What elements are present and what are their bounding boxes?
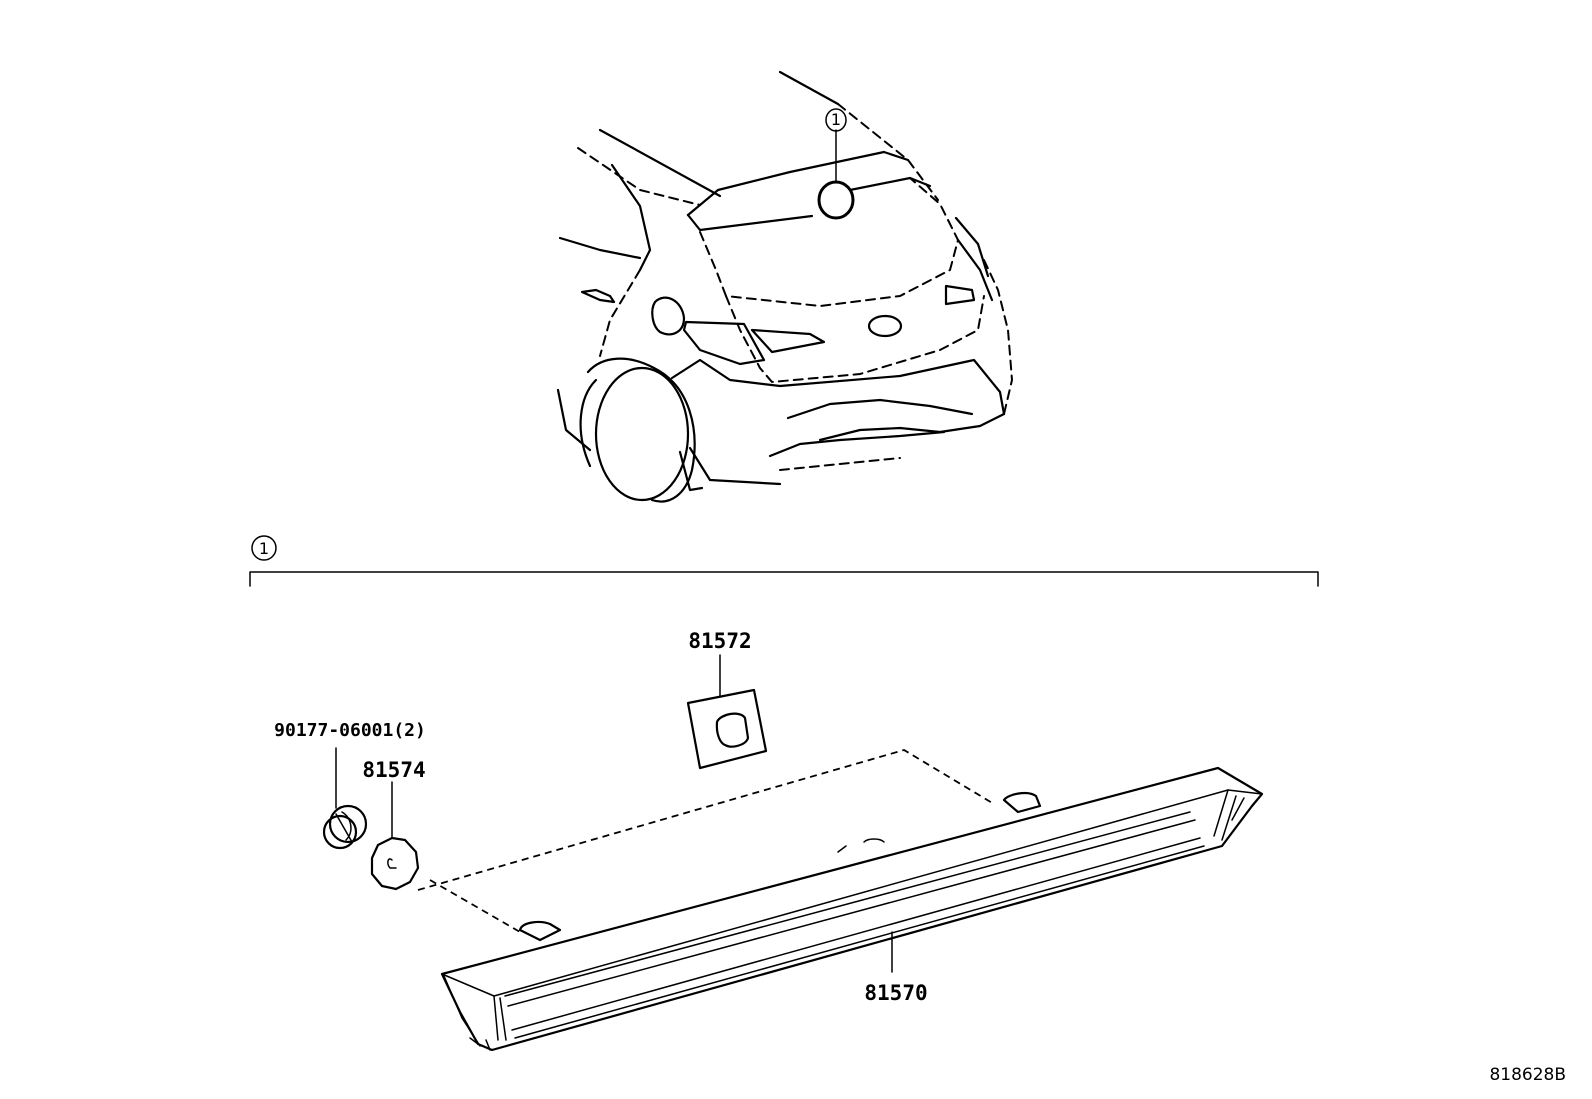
nut-part	[322, 747, 368, 850]
group-bracket	[249, 535, 1319, 587]
part-label-81572: 81572	[688, 629, 751, 653]
drawing-code: 818628B	[1489, 1065, 1566, 1085]
part-label-81570: 81570	[864, 981, 927, 1005]
part-label-90177: 90177-06001(2)	[274, 720, 426, 741]
group-callout-number: 1	[259, 539, 269, 558]
vehicle-callout-number: 1	[831, 110, 841, 129]
assembly-leaders	[417, 749, 995, 933]
part-label-81574: 81574	[362, 758, 425, 782]
vehicle-rear-view	[556, 70, 1014, 503]
seal-part	[370, 781, 420, 891]
gasket-part	[686, 654, 768, 770]
stop-lamp-part	[440, 766, 1264, 1052]
